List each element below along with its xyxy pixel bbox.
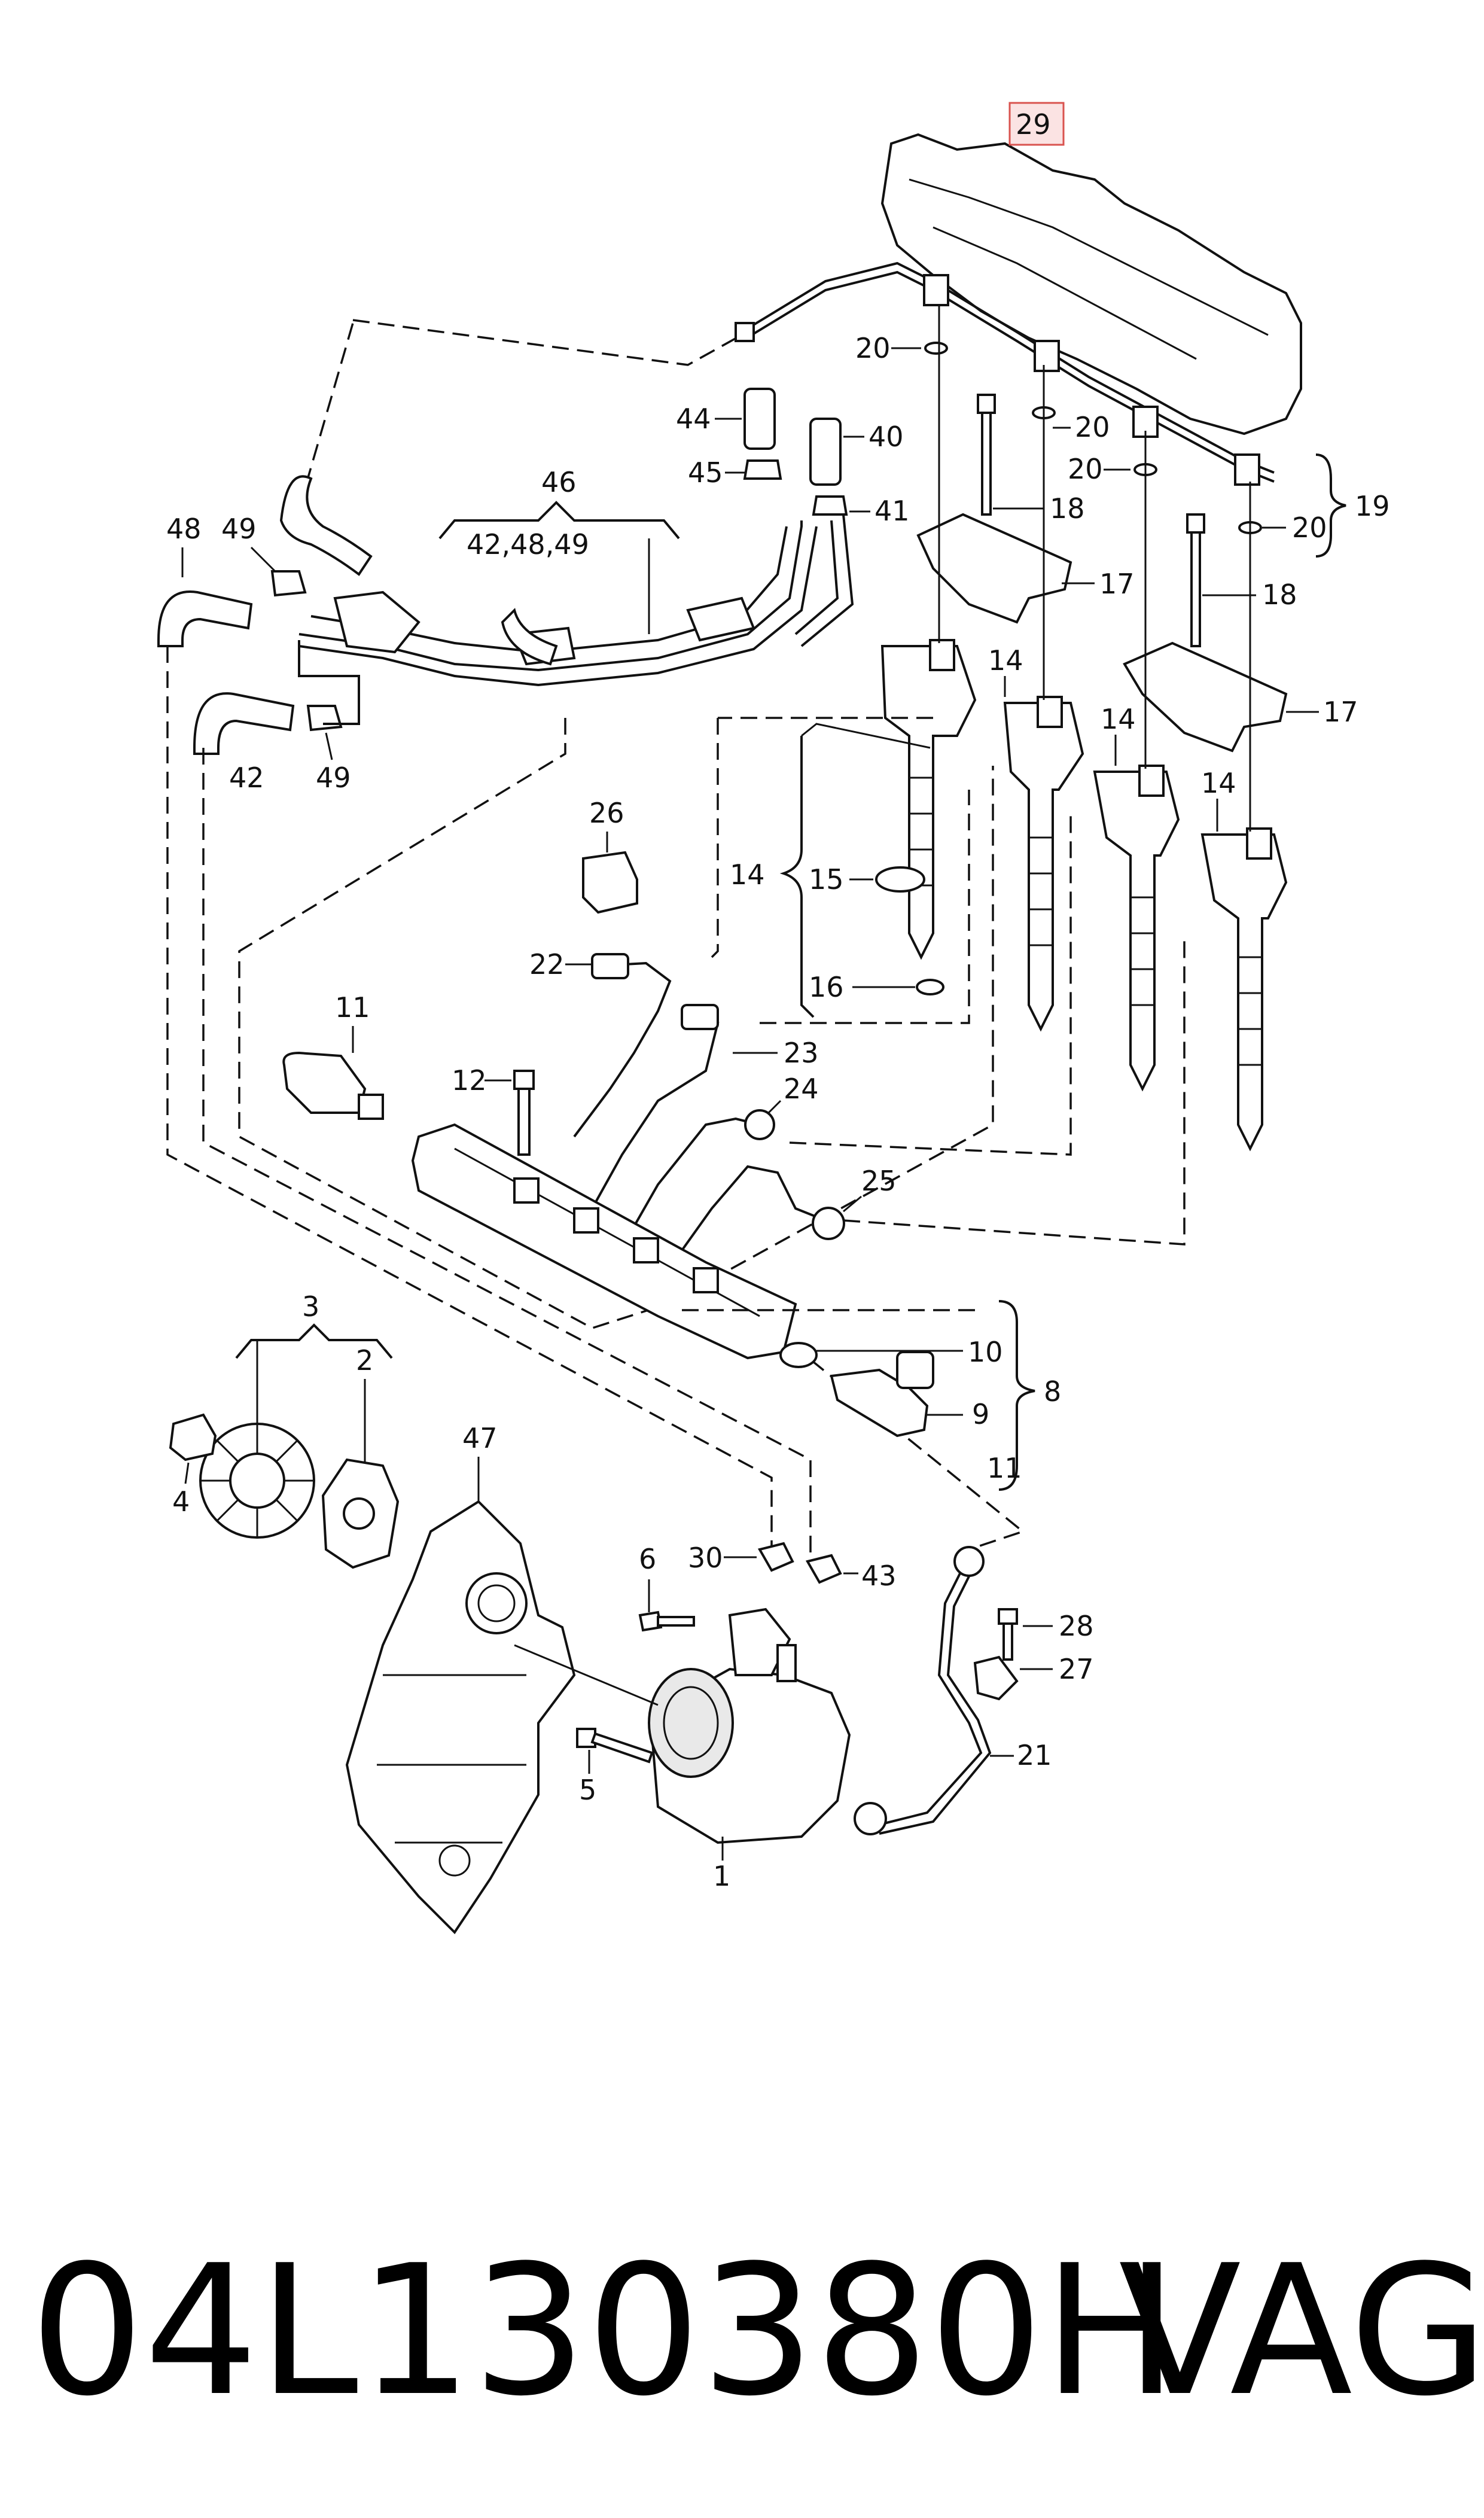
- label-19: 19: [1355, 490, 1390, 522]
- label-18b: 18: [1262, 578, 1297, 611]
- label-14a: 14: [988, 644, 1023, 677]
- clamp-17b: [1123, 641, 1288, 753]
- label-42: 42: [229, 762, 264, 794]
- label-47: 47: [462, 1422, 498, 1454]
- label-24: 24: [784, 1073, 819, 1105]
- label-25: 25: [861, 1165, 897, 1197]
- label-18a: 18: [1050, 492, 1085, 525]
- label-48: 48: [166, 513, 202, 545]
- bolt-5: [576, 1728, 654, 1764]
- bolt-18a: [977, 394, 996, 516]
- label-49b: 49: [316, 762, 351, 794]
- hose-top: [279, 475, 373, 576]
- label-2: 2: [356, 1344, 373, 1377]
- seal-10: [779, 1342, 818, 1368]
- label-12: 12: [452, 1064, 487, 1097]
- clip-30: [757, 1542, 794, 1572]
- brand-name: VAG: [1119, 2227, 1484, 2435]
- label-1: 1: [713, 1860, 730, 1892]
- injector-2: [1003, 696, 1084, 1032]
- label-3: 3: [302, 1290, 319, 1323]
- label-11b: 11: [987, 1452, 1022, 1484]
- label-14d: 14: [730, 858, 765, 891]
- label-8: 8: [1044, 1375, 1061, 1408]
- hose-44: [743, 388, 782, 480]
- label-41: 41: [874, 495, 910, 527]
- bolt-6: [638, 1610, 695, 1632]
- bolt-18b: [1186, 513, 1205, 647]
- fuel-line-24: [633, 1117, 760, 1227]
- label-21: 21: [1017, 1739, 1052, 1771]
- label-28: 28: [1059, 1610, 1094, 1642]
- bracket-27: [973, 1655, 1019, 1701]
- sensor-26: [582, 851, 638, 914]
- timing-cover-47: [345, 1500, 576, 1935]
- label-10: 10: [968, 1336, 1003, 1368]
- label-46: 46: [541, 466, 577, 498]
- label-14b: 14: [1101, 703, 1136, 735]
- label-40: 40: [869, 421, 904, 453]
- label-20c: 20: [1068, 453, 1103, 485]
- hose-48: [157, 590, 253, 647]
- label-5: 5: [579, 1774, 596, 1806]
- label-15: 15: [809, 863, 844, 896]
- hose-40: [809, 418, 848, 516]
- fuel-return-line: [735, 261, 1275, 486]
- label-4: 4: [172, 1485, 190, 1518]
- pressure-line-21: [879, 1561, 983, 1826]
- label-20a: 20: [855, 332, 891, 364]
- part-number: 04L130380H: [30, 2227, 1178, 2435]
- hub-2: [321, 1458, 400, 1569]
- label-44: 44: [676, 403, 711, 435]
- label-20b: 20: [1075, 411, 1110, 443]
- injector-1: [880, 639, 977, 960]
- label-20d: 20: [1292, 511, 1327, 544]
- label-14c: 14: [1201, 767, 1236, 799]
- high-pressure-pump-1: [648, 1607, 851, 1844]
- clip-43: [805, 1554, 842, 1584]
- hose-42: [193, 692, 295, 755]
- nut-4: [169, 1413, 217, 1462]
- engine-cover-part: [880, 133, 1302, 436]
- fuel-line-25: [681, 1165, 826, 1252]
- injector-3: [1093, 765, 1180, 1092]
- label-49a: 49: [221, 513, 257, 545]
- label-43: 43: [861, 1560, 897, 1592]
- injector-4: [1200, 827, 1288, 1152]
- label-45: 45: [688, 456, 723, 489]
- label-6: 6: [639, 1543, 656, 1575]
- label-11a: 11: [335, 991, 370, 1024]
- label-16: 16: [809, 971, 844, 1003]
- label-17b: 17: [1323, 696, 1358, 728]
- label-23: 23: [784, 1037, 819, 1069]
- bolt-12: [513, 1070, 535, 1156]
- label-9: 9: [972, 1398, 989, 1430]
- label-29: 29: [1016, 108, 1051, 141]
- highlight-box-29: [1008, 102, 1065, 146]
- gear-3: [199, 1423, 315, 1539]
- label-30: 30: [688, 1542, 723, 1574]
- fuel-rail: [411, 1123, 797, 1360]
- bolt-28: [998, 1608, 1018, 1661]
- fuel-line-23: [591, 1016, 720, 1209]
- label-22: 22: [529, 948, 565, 981]
- sensor-9: [830, 1351, 934, 1438]
- label-46-sub: 42,48,49: [467, 528, 589, 561]
- label-26: 26: [589, 797, 624, 829]
- label-17a: 17: [1099, 568, 1135, 600]
- fuel-line-22: [573, 961, 672, 1138]
- sensor-11a: [282, 1051, 384, 1120]
- label-27: 27: [1059, 1653, 1094, 1685]
- clamp-17a: [916, 513, 1072, 624]
